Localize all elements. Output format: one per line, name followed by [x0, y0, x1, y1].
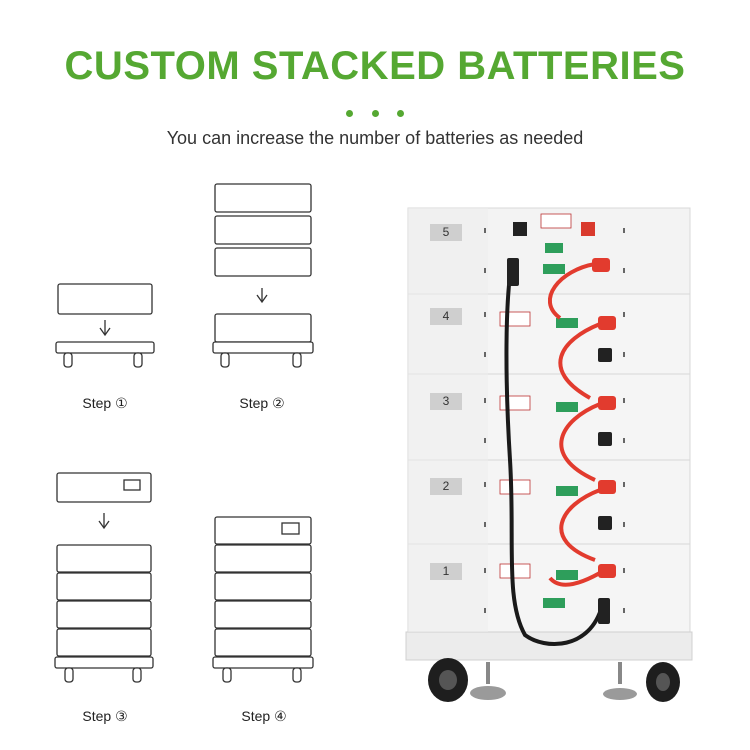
- dot-icon: [371, 110, 379, 117]
- step-3-label: Step ③: [82, 708, 128, 724]
- dot-icon: [346, 110, 354, 117]
- control-module-icon: [214, 516, 312, 545]
- battery-module-icon: [214, 215, 312, 245]
- page-title: CUSTOM STACKED BATTERIES: [64, 44, 686, 88]
- control-module-icon: [56, 472, 152, 503]
- down-arrow-icon: [99, 320, 111, 337]
- display-window-icon: [123, 479, 141, 491]
- module-number-4: 4: [442, 309, 450, 323]
- battery-cabinet: [405, 207, 693, 702]
- step1-illustration: [55, 283, 155, 368]
- battery-module-icon: [57, 283, 153, 315]
- step-1-label: Step ①: [82, 395, 128, 411]
- step-2-label: Step ②: [239, 395, 285, 411]
- page-subtitle: You can increase the number of batteries…: [166, 128, 584, 148]
- step3-illustration: [54, 472, 154, 683]
- caster-wheels: [428, 658, 680, 702]
- step4-illustration: [212, 516, 314, 683]
- cabinet-base: [405, 631, 693, 661]
- module-number-3: 3: [442, 394, 450, 408]
- decorative-dots: [0, 104, 750, 117]
- dot-icon: [396, 110, 404, 117]
- display-window-icon: [281, 522, 300, 535]
- module-number-5: 5: [442, 225, 450, 239]
- battery-module-icon: [214, 313, 312, 343]
- down-arrow-icon: [98, 513, 110, 530]
- module-number-1: 1: [442, 564, 450, 578]
- module-number-2: 2: [442, 479, 450, 493]
- down-arrow-icon: [256, 288, 268, 304]
- battery-module-icon: [214, 247, 312, 277]
- wheeled-base-icon: [212, 341, 314, 354]
- main-black-cable: [504, 261, 604, 647]
- battery-module-icon: [214, 183, 312, 213]
- step2-illustration: [212, 183, 314, 368]
- step-4-label: Step ④: [241, 708, 287, 724]
- wheeled-base-icon: [55, 341, 155, 354]
